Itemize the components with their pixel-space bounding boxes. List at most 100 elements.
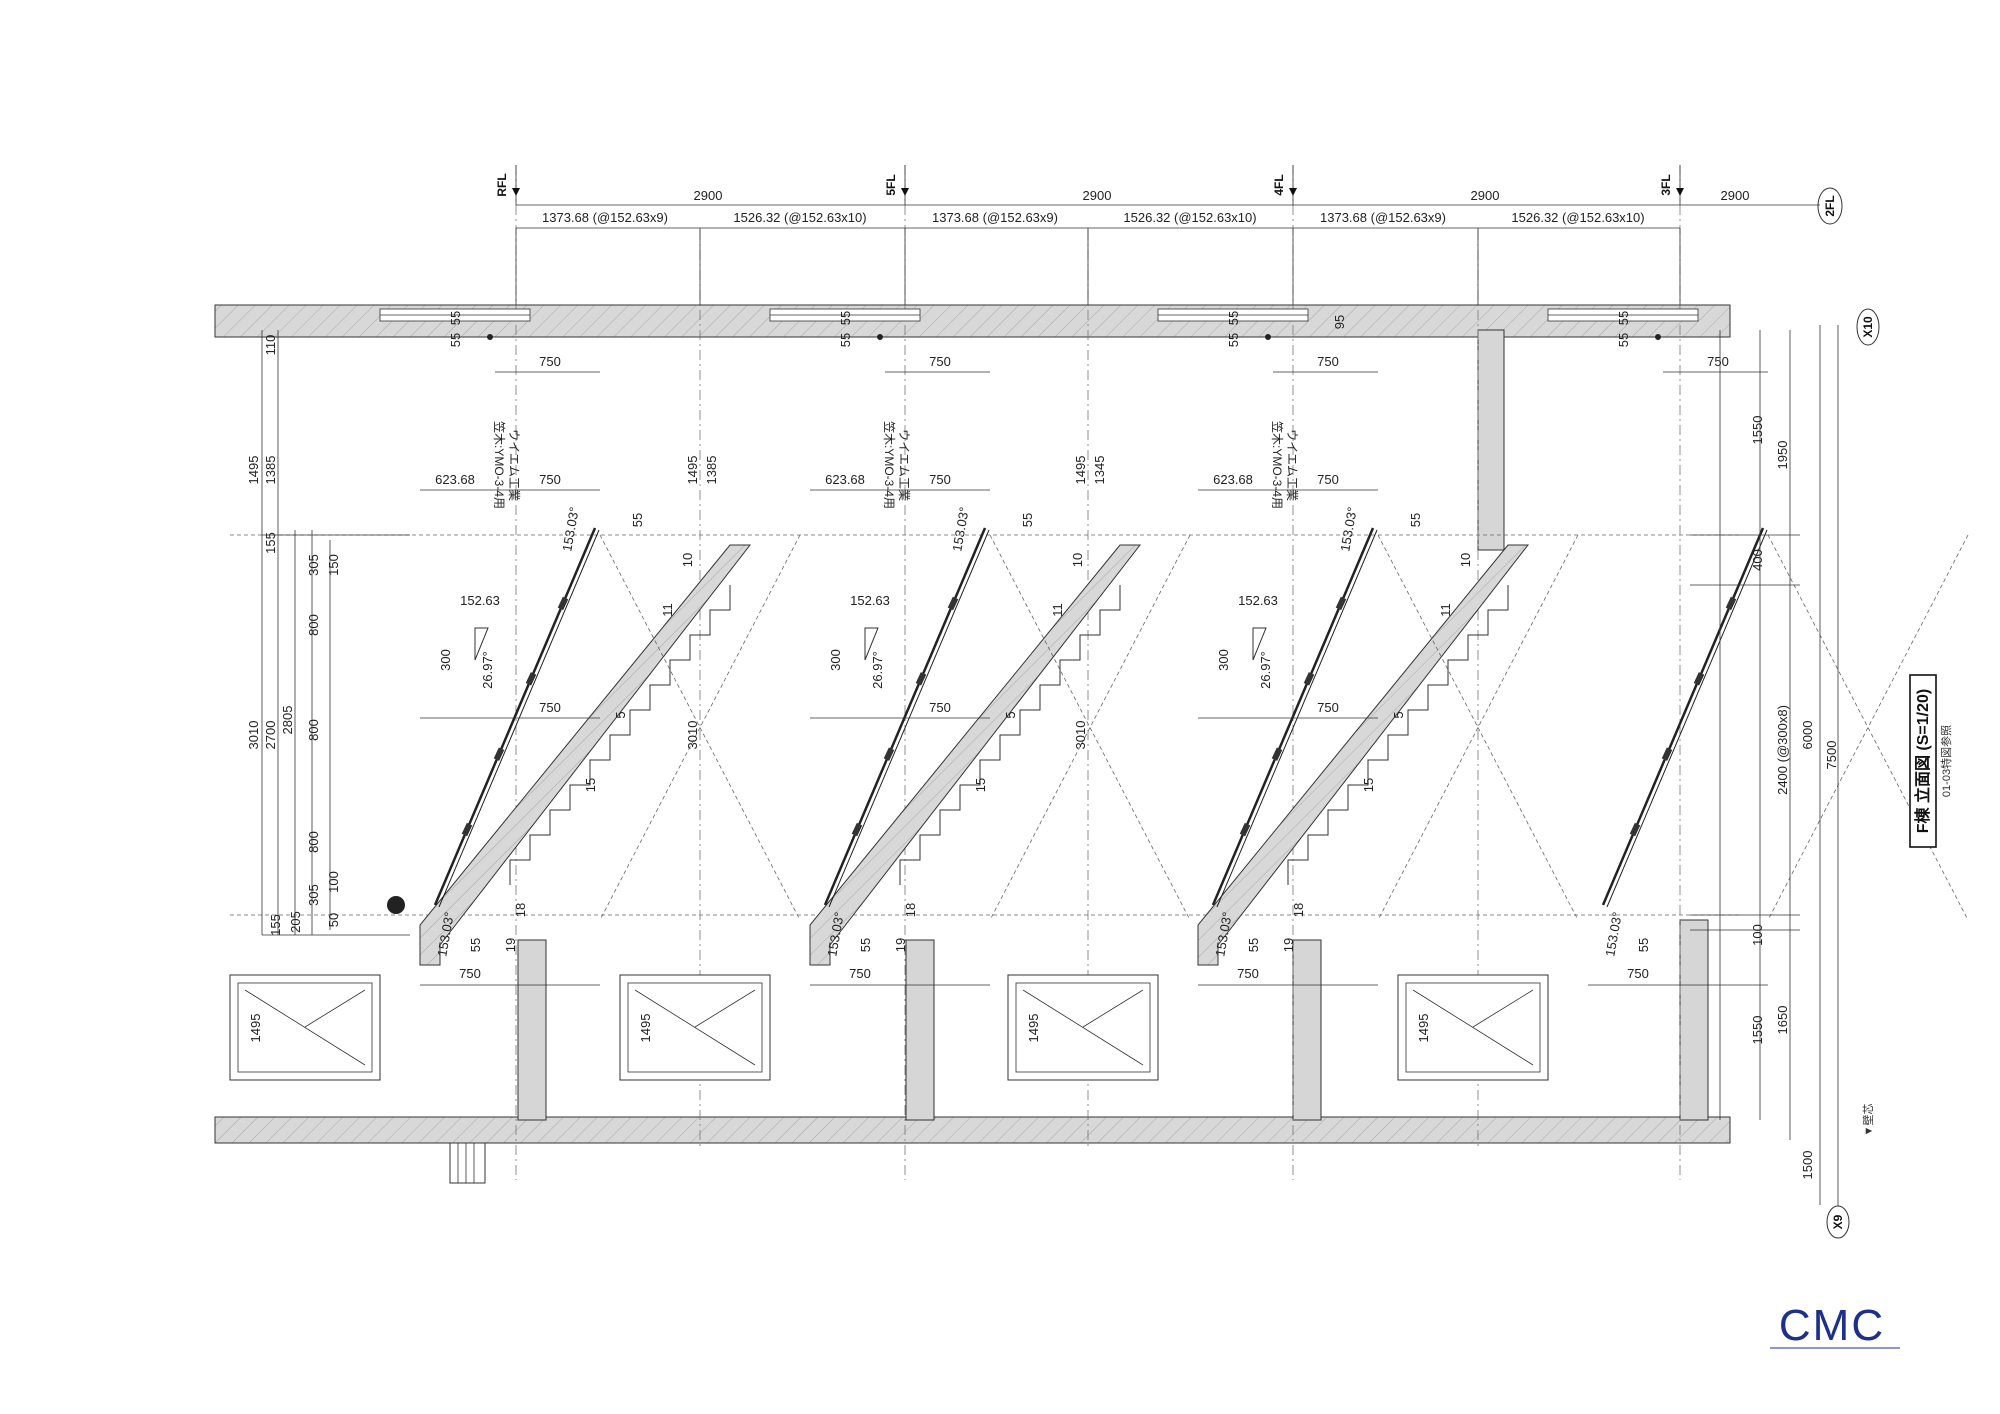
sub-dim-l3: 1373.68 (@152.63x9) — [1320, 210, 1446, 225]
stair-steps — [509, 585, 731, 885]
dim-2700: 2700 — [263, 721, 278, 750]
rail-bracket-icon — [947, 596, 959, 611]
rail-note: 笠木:YMO-3-4用 — [492, 421, 507, 509]
lower-window-inner — [1405, 982, 1541, 1073]
dim-55-top: 55 — [1616, 311, 1631, 325]
hidden-flight-1 — [1377, 534, 1579, 921]
dim-55-top-b: 55 — [838, 333, 853, 347]
hidden-flight-1 — [599, 534, 801, 921]
dim-750-top: 750 — [539, 354, 561, 369]
dim-55-bot: 55 — [858, 938, 873, 952]
sub-dim-r1: 1526.32 (@152.63x10) — [733, 210, 866, 225]
rdim-7500: 7500 — [1824, 741, 1839, 770]
dim-623-68: 623.68 — [825, 472, 865, 487]
dim-750-mid: 750 — [929, 472, 951, 487]
hidden-flight-2 — [1767, 534, 1969, 921]
rail-bracket-icon — [915, 672, 927, 686]
rail-bracket-icon — [1661, 747, 1673, 761]
dim-55-top-b: 55 — [1226, 333, 1241, 347]
level-label-3FL: 3FL — [1659, 174, 1673, 195]
dim-750-bottom: 750 — [1627, 966, 1649, 981]
dim-750-lower: 750 — [1317, 700, 1339, 715]
dim-152-63: 152.63 — [460, 593, 500, 608]
rail-bracket-icon — [461, 822, 473, 837]
dim-55-bot: 55 — [1636, 938, 1651, 952]
handrail-edge — [1606, 529, 1768, 908]
wall-columns — [517, 329, 1709, 1121]
dim-750-mid: 750 — [1317, 472, 1339, 487]
dim-800-2: 800 — [306, 719, 321, 741]
level-label-4FL: 4FL — [1272, 174, 1286, 195]
rail-maker: ウイエム工業 — [1285, 429, 1299, 501]
lower-window-dim: 1495 — [1416, 1014, 1431, 1043]
rail-maker: ウイエム工業 — [897, 429, 911, 501]
mid-dims: 1495 1385 3010 1495 1345 3010 95 — [685, 315, 1347, 750]
dim-300: 300 — [1216, 649, 1231, 671]
dim-55-top-b: 55 — [1616, 333, 1631, 347]
step-no-11: 11 — [660, 603, 675, 617]
lower-window-diag2 — [694, 989, 756, 1028]
dim-55-top: 55 — [838, 311, 853, 325]
rdim-6000: 6000 — [1800, 721, 1815, 750]
dim-305-top: 305 — [306, 554, 321, 576]
rail-bracket-icon — [1335, 596, 1347, 611]
dim-1495-b3: 1495 — [1073, 456, 1088, 485]
dim-750-bottom: 750 — [849, 966, 871, 981]
dim-55-rail: 55 — [1408, 513, 1423, 527]
sub-dim-l2: 1373.68 (@152.63x9) — [932, 210, 1058, 225]
rail-note: 笠木:YMO-3-4用 — [882, 421, 897, 509]
dim-55-top: 55 — [448, 311, 463, 325]
stair-steps — [1287, 585, 1509, 885]
dim-rail-angle-bot: 153.03° — [1602, 911, 1625, 958]
sub-dim-l1: 1373.68 (@152.63x9) — [542, 210, 668, 225]
dim-1385-b2: 1385 — [704, 456, 719, 485]
stair-bay-2: 1495 750 55 55 623.68 750 55 153.03° 笠木:YMO-3-4用… — [619, 308, 1191, 1081]
level-arrow-icon — [512, 188, 520, 196]
bracket-icon — [1265, 334, 1271, 340]
rdim-1650: 1650 — [1775, 1006, 1790, 1035]
bracket-icon — [487, 334, 493, 340]
dim-rail-angle-top: 153.03° — [559, 506, 582, 553]
dim-800-1: 800 — [306, 614, 321, 636]
rail-bracket-icon — [525, 672, 537, 686]
sub-dim-r3: 1526.32 (@152.63x10) — [1511, 210, 1644, 225]
step-no-5: 5 — [1391, 711, 1406, 718]
pitch-triangle — [864, 627, 879, 661]
dim-750-top: 750 — [1707, 354, 1729, 369]
dim-155-top: 155 — [263, 532, 278, 554]
step-no-15: 15 — [973, 778, 988, 792]
lower-window-inner — [1015, 982, 1151, 1073]
dim-750-top: 750 — [1317, 354, 1339, 369]
left-dimension-stack: 1495 3010 2700 2805 1385 110 155 305 150… — [246, 330, 410, 936]
step-no-10: 10 — [1458, 553, 1473, 567]
step-no-11: 11 — [1050, 603, 1065, 617]
rail-bracket-icon — [1629, 822, 1641, 837]
hidden-flight-2 — [989, 534, 1191, 921]
dim-150-top: 150 — [326, 554, 341, 576]
dim-750-mid: 750 — [539, 472, 561, 487]
title-block: F棟 立面図 (S=1/20) 01-03特図参照 — [1909, 674, 1953, 848]
rail-bracket-icon — [1239, 822, 1251, 837]
step-no-18: 18 — [1291, 903, 1306, 917]
sub-dim-r2: 1526.32 (@152.63x10) — [1123, 210, 1256, 225]
rail-bracket-icon — [493, 747, 505, 761]
span-dim-3: 2900 — [1471, 188, 1500, 203]
dim-rail-angle-top: 153.03° — [949, 506, 972, 553]
dim-623-68: 623.68 — [435, 472, 475, 487]
dim-750-lower: 750 — [539, 700, 561, 715]
step-no-15: 15 — [1361, 778, 1376, 792]
handrail — [1211, 527, 1375, 906]
dim-152-63: 152.63 — [1238, 593, 1278, 608]
rdim-1950: 1950 — [1775, 441, 1790, 470]
rail-bracket-icon — [883, 747, 895, 761]
cmc-logo: CMC — [1770, 1301, 1900, 1350]
dim-pitch: 26.97° — [480, 651, 495, 689]
dim-55-top: 55 — [1226, 311, 1241, 325]
dim-155-bot: 155 — [268, 914, 283, 936]
drawing-subtitle: 01-03特図参照 — [1939, 725, 1953, 797]
dim-623-68: 623.68 — [1213, 472, 1253, 487]
span-dim-2: 2900 — [1083, 188, 1112, 203]
level-arrow-icon — [1676, 188, 1684, 196]
level-label-2FL: 2FL — [1823, 195, 1837, 216]
